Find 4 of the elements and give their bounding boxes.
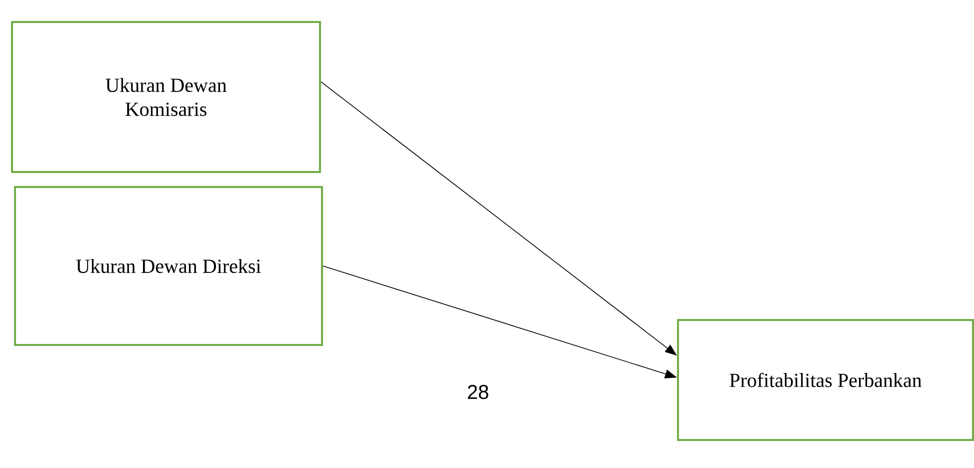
process-box: Ukuran Dewan Komisaris — [11, 21, 321, 173]
page-number: 28 — [468, 384, 488, 400]
process-box: Ukuran Dewan Direksi — [14, 186, 323, 346]
process-box: Profitabilitas Perbankan — [677, 319, 974, 441]
